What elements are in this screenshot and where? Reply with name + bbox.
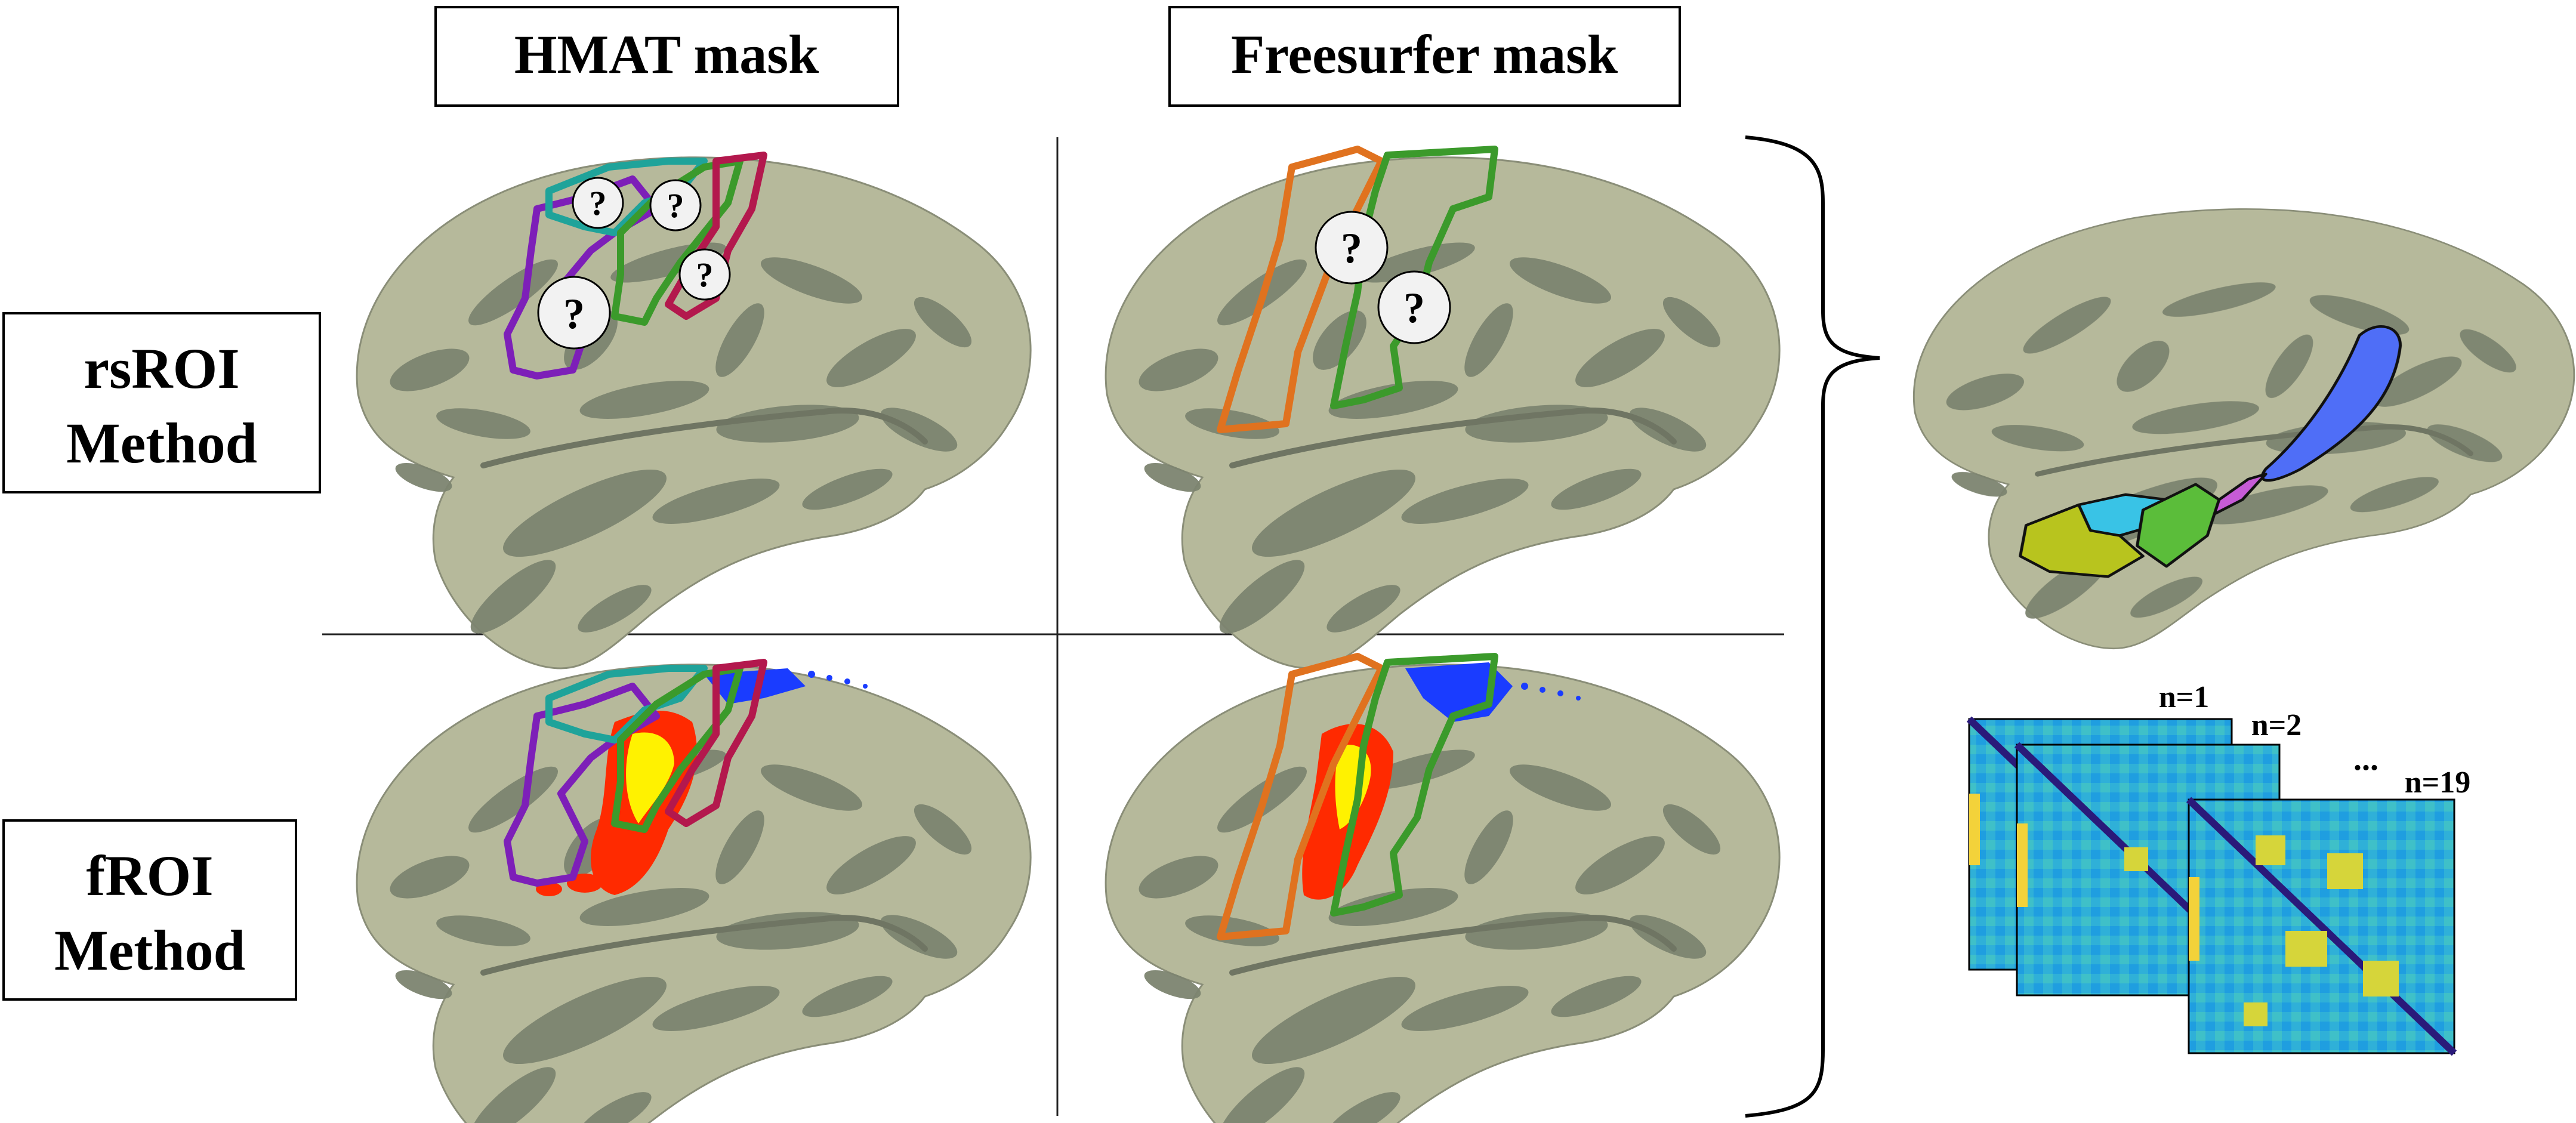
question-bubbles: ? ? ? ? (537, 177, 731, 350)
rsroi-label-box (2, 312, 321, 493)
hmat-violet-outline (504, 683, 660, 887)
roi-blue (2260, 325, 2402, 482)
question-mark: ? (696, 255, 714, 294)
question-mark: ? (590, 184, 607, 223)
roi-green (2136, 483, 2221, 568)
brain-freesurfer-froi (1106, 653, 1779, 1123)
matrix-ellipsis: ... (2353, 741, 2378, 778)
hmat-crimson-outline (665, 152, 767, 320)
matrix-stack: n=1 n=2 ... n=19 (1966, 680, 2471, 1056)
question-bubble (572, 177, 624, 229)
question-bubble (678, 248, 731, 301)
freesurfer-header-box (1168, 6, 1681, 107)
matrix-label-n19: n=19 (2405, 766, 2471, 800)
question-bubble (1377, 270, 1451, 344)
hmat-green-outline (611, 665, 744, 833)
fs-orange-outline (1217, 653, 1385, 940)
question-bubble (649, 179, 702, 232)
brain-roi-parcels (1914, 209, 2574, 648)
rsroi-label-line2: Method (66, 411, 257, 475)
rsroi-label-line1: rsROI (84, 337, 239, 400)
matrix-label-n2: n=2 (2251, 708, 2302, 742)
brain-hmat-froi (357, 659, 1031, 1123)
roi-olive (2019, 503, 2145, 578)
froi-label-line1: fROI (86, 844, 213, 908)
fs-green-outline (1330, 653, 1498, 917)
activation-yellow (626, 732, 674, 823)
question-mark: ? (1341, 224, 1362, 272)
question-mark: ? (1403, 284, 1425, 332)
hmat-green-outline (611, 158, 744, 326)
brain-freesurfer-rsroi: ? ? (1106, 146, 1779, 668)
brain-hmat-rsroi: ? ? ? ? (357, 152, 1031, 668)
froi-label-line2: Method (54, 918, 245, 982)
fs-orange-outline (1217, 146, 1385, 433)
question-mark: ? (563, 290, 585, 338)
froi-label-box (2, 819, 297, 1001)
matrix-label-n1: n=1 (2159, 680, 2210, 714)
freesurfer-header: Freesurfer mask (1231, 24, 1618, 85)
matrix-n19 (2186, 797, 2457, 1056)
question-bubble (537, 276, 611, 350)
question-mark: ? (667, 186, 684, 225)
question-bubble (1315, 211, 1389, 285)
grouping-brace (1745, 135, 1880, 1118)
hmat-header-box (434, 6, 899, 107)
hmat-header: HMAT mask (514, 24, 819, 85)
hmat-crimson-outline (665, 659, 767, 827)
